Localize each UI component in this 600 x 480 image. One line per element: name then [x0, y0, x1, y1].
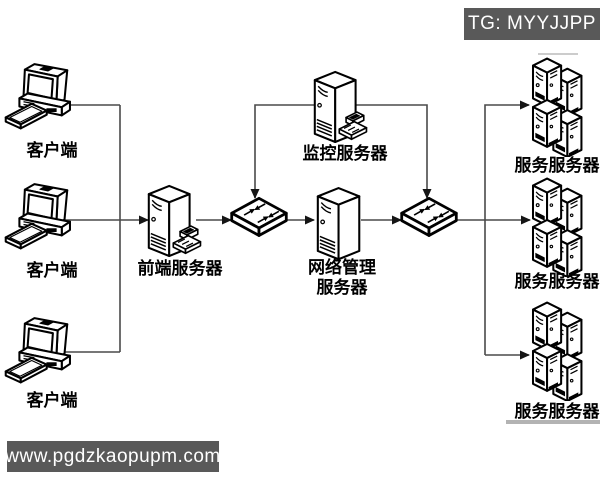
service-stack-2-label: 服务服务器 [514, 272, 600, 291]
network-mgmt-label-line1: 网络管理 [308, 258, 376, 277]
network-mgmt-server-icon [308, 186, 376, 262]
network-mgmt-server-label: 网络管理 服务器 [280, 258, 404, 298]
service-stack-1-label: 服务服务器 [514, 156, 600, 175]
monitor-server-label: 监控服务器 [302, 144, 388, 163]
monitor-server-icon [308, 68, 376, 148]
frontend-server-label: 前端服务器 [137, 259, 223, 278]
service-stack-3-label: 服务服务器 [514, 402, 600, 421]
client-1-label: 客户端 [26, 141, 78, 160]
stack-3-underline [506, 420, 600, 424]
wire-monitor-switch1 [250, 104, 330, 199]
client-3-icon [3, 314, 85, 392]
frontend-server-icon [142, 182, 210, 262]
service-server-stack-1-icon [526, 57, 590, 157]
client-1-icon [3, 60, 85, 138]
watermark-bottom-banner: www.pgdzkaopupm.com [5, 441, 220, 472]
client-2-label: 客户端 [26, 261, 78, 280]
switch-2-icon [398, 193, 460, 247]
service-server-stack-2-icon [526, 177, 590, 277]
client-3-label: 客户端 [26, 391, 78, 410]
service-server-stack-3-icon [526, 301, 590, 401]
faint-artifact-line [538, 53, 578, 55]
client-2-icon [3, 180, 85, 258]
watermark-top-banner: TG: MYYJJPP [464, 8, 600, 40]
switch-1-icon [228, 193, 290, 247]
wire-trunk-stack1 [484, 100, 530, 355]
network-mgmt-label-line2: 服务器 [316, 278, 368, 297]
wire-monitor-switch2 [355, 104, 432, 199]
